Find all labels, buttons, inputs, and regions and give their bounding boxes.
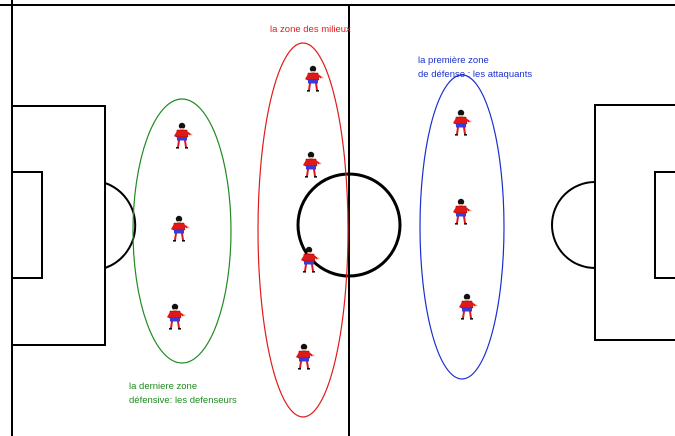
player-midfielder-4 [295, 343, 315, 371]
left-penalty-arc [104, 182, 137, 269]
player-midfielder-2 [302, 151, 322, 179]
player-defender-2 [170, 215, 190, 243]
right-penalty-area [594, 104, 675, 341]
left-penalty-area [12, 105, 106, 346]
attack-zone-ellipse [419, 74, 505, 380]
player-attacker-3 [458, 293, 478, 321]
center-circle [296, 172, 402, 278]
right-goal-area [654, 171, 675, 279]
player-defender-3 [166, 303, 186, 331]
midfield-zone-label: la zone des milieux [270, 24, 351, 35]
player-attacker-1 [452, 109, 472, 137]
player-defender-1 [173, 122, 193, 150]
player-midfielder-1 [304, 65, 324, 93]
midfield-zone-ellipse [257, 42, 349, 418]
defense-zone-label-line2: défensive: les defenseurs [129, 395, 237, 406]
player-attacker-2 [452, 198, 472, 226]
attack-zone-label-line1: la première zone [418, 55, 489, 66]
defense-zone-label-line1: la derniere zone [129, 381, 197, 392]
left-goal-area [12, 171, 43, 279]
attack-zone-label-line2: de défense : les attaquants [418, 69, 532, 80]
defense-zone-ellipse [132, 98, 232, 364]
right-penalty-arc [551, 181, 596, 269]
